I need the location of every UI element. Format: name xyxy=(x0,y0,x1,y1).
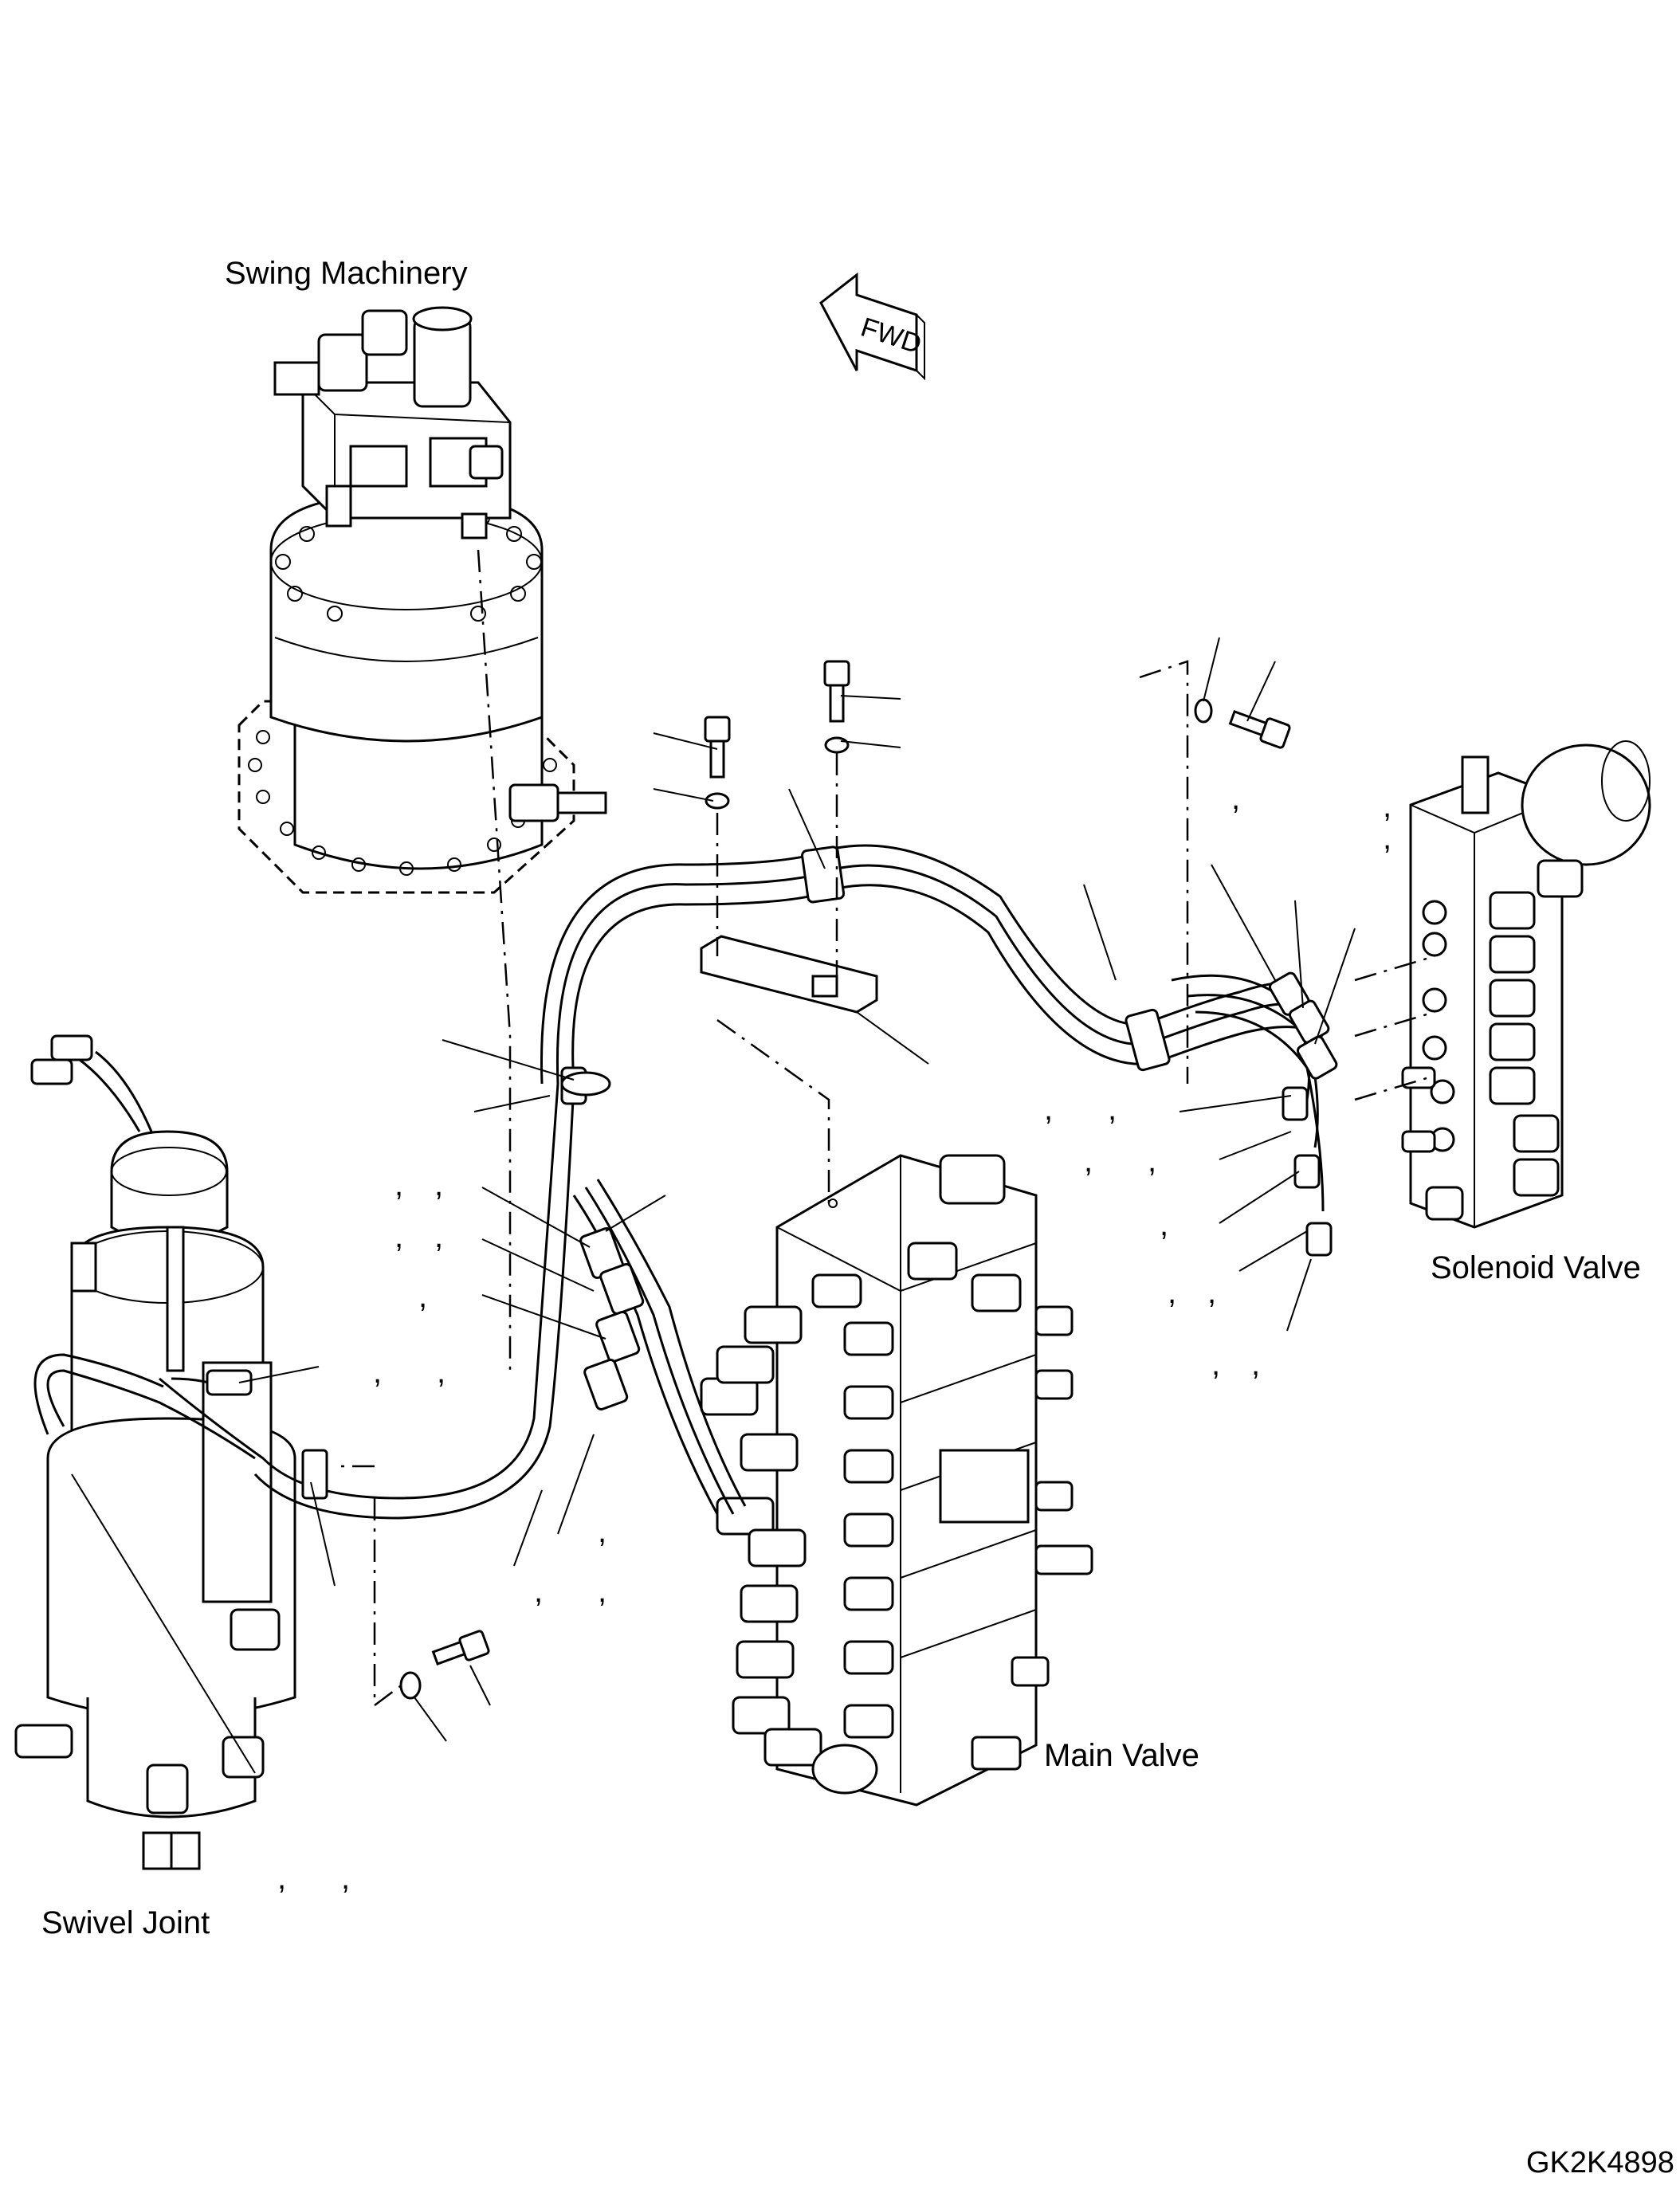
callout-mark: , xyxy=(598,1514,606,1549)
swing-machinery xyxy=(237,306,607,894)
main-valve-spools xyxy=(700,1273,894,1767)
callout-marks: , , , , , , , , , , , , , , , , , , , , … xyxy=(277,781,1391,1896)
callout-mark: , xyxy=(598,1574,606,1609)
callout-mark: , xyxy=(1231,781,1240,816)
callout-mark: , xyxy=(373,1355,382,1390)
callout-mark: , xyxy=(1207,1275,1216,1310)
callout-mark: , xyxy=(534,1574,543,1609)
swivel-joint-label: Swivel Joint xyxy=(41,1905,210,1940)
swing-machinery-label: Swing Machinery xyxy=(225,256,468,291)
solenoid-valve-label: Solenoid Valve xyxy=(1431,1250,1641,1285)
callout-mark: , xyxy=(437,1355,446,1390)
solenoid-valve xyxy=(1401,740,1651,1229)
callout-mark: , xyxy=(1044,1092,1053,1127)
solenoid-ports xyxy=(1401,900,1464,1221)
callout-mark: , xyxy=(1383,821,1391,856)
callout-mark: , xyxy=(434,1219,443,1254)
callout-mark: , xyxy=(1108,1092,1117,1127)
main-valve xyxy=(700,1154,1093,1807)
callout-mark: , xyxy=(277,1861,286,1896)
callout-mark: , xyxy=(1251,1347,1260,1382)
callout-mark: , xyxy=(341,1861,350,1896)
callout-mark: , xyxy=(1383,789,1391,824)
centerlines xyxy=(335,549,1435,1708)
callout-mark: , xyxy=(1168,1275,1176,1310)
fwd-arrow: FWD xyxy=(819,272,925,381)
callout-mark: , xyxy=(418,1279,427,1314)
callout-mark: , xyxy=(1211,1347,1220,1382)
leader-lines xyxy=(71,637,1356,1774)
hose-assemblies xyxy=(33,844,1338,1520)
callout-mark: , xyxy=(434,1167,443,1202)
callout-mark: , xyxy=(1148,1144,1156,1179)
solenoid-coils xyxy=(1489,859,1584,1197)
swivel-joint xyxy=(14,1034,296,1870)
callout-mark: , xyxy=(1084,1144,1093,1179)
callout-mark: , xyxy=(394,1219,403,1254)
callout-mark: , xyxy=(1160,1207,1168,1242)
bolts-washers xyxy=(399,660,1291,1700)
callout-mark: , xyxy=(394,1167,403,1202)
drawing-code: GK2K4898 xyxy=(1526,2146,1674,2179)
main-valve-label: Main Valve xyxy=(1044,1738,1199,1773)
